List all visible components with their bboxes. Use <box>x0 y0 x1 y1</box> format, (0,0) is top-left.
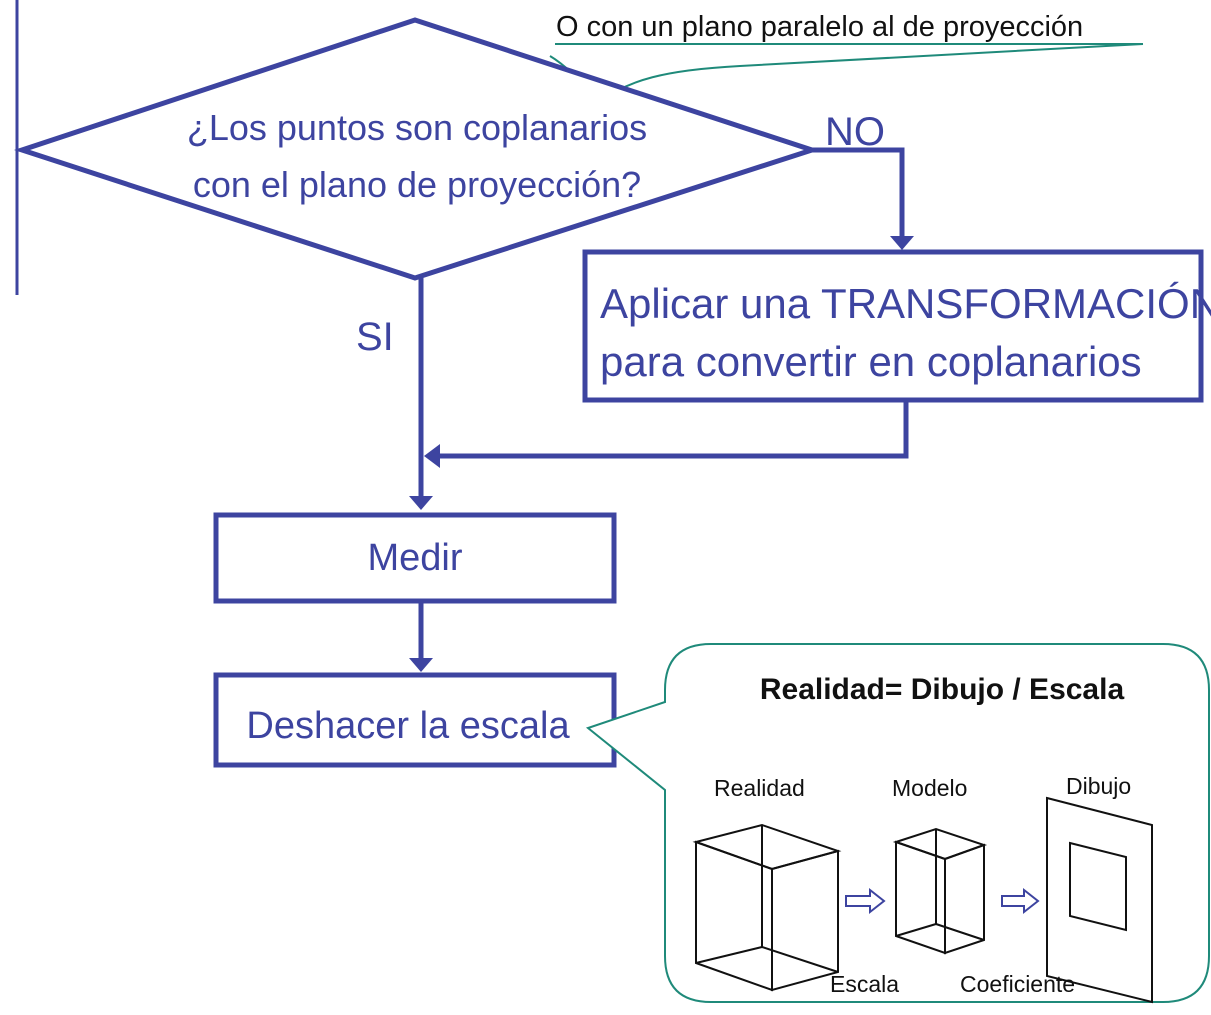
return-arrowhead <box>424 444 440 468</box>
measure-box <box>213 512 617 604</box>
transform-box <box>582 249 1204 403</box>
reality-label: Realidad <box>714 775 805 801</box>
no-branch-arrowhead <box>890 236 914 250</box>
decision-text-line1: ¿Los puntos son coplanarios <box>187 107 647 148</box>
callout-bubble <box>585 643 1210 1003</box>
yes-label: SI <box>356 315 394 359</box>
model-label: Modelo <box>892 775 967 801</box>
return-connector <box>438 400 909 459</box>
measure-text: Medir <box>367 537 462 579</box>
coefficient-label: Coeficiente <box>960 971 1075 997</box>
yes-branch-arrowhead <box>409 496 433 510</box>
unscale-box <box>213 672 617 768</box>
annotation-text: O con un plano paralelo al de proyección <box>556 11 1083 43</box>
callout-formula: Realidad= Dibujo / Escala <box>760 673 1125 706</box>
transform-text-line2: para convertir en coplanarios <box>600 338 1142 385</box>
reality-cube-drawing <box>692 823 842 992</box>
transform-text-line1: Aplicar una TRANSFORMACIÓN <box>600 280 1211 327</box>
reality-to-model-arrow <box>845 887 886 915</box>
drawing-plane <box>1046 796 1153 1004</box>
measure-to-unscale-arrowhead <box>409 658 433 672</box>
unscale-text: Deshacer la escala <box>246 705 570 747</box>
no-label: NO <box>825 110 885 154</box>
drawing-label: Dibujo <box>1066 773 1131 799</box>
model-to-drawing-arrow <box>1001 887 1040 915</box>
decision-diamond <box>13 17 821 281</box>
scale-label: Escala <box>830 971 899 997</box>
no-branch-connector <box>812 147 905 238</box>
model-cube-drawing <box>892 827 988 955</box>
decision-text-line2: con el plano de proyección? <box>193 164 641 205</box>
